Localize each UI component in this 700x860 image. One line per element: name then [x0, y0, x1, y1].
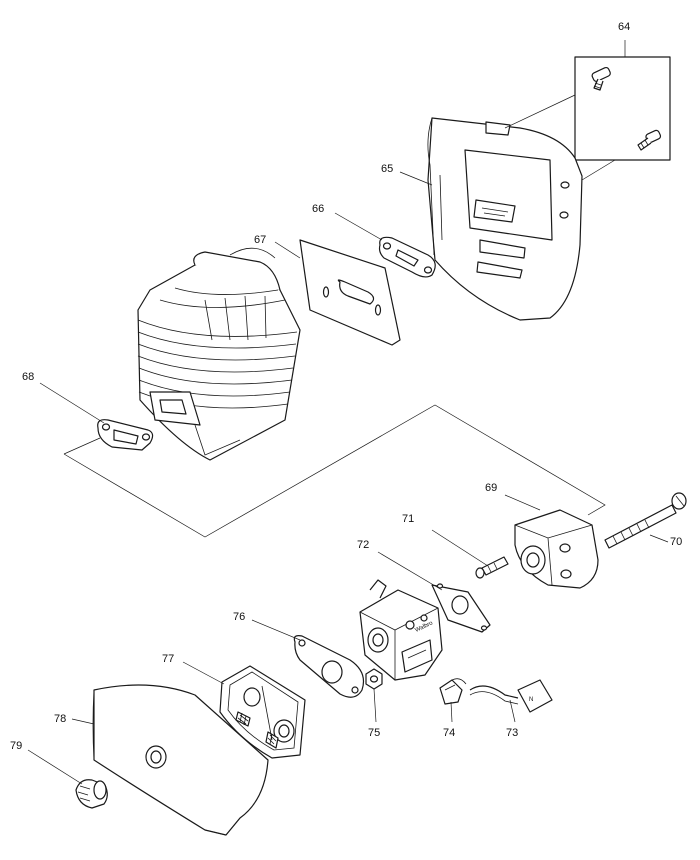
bracket-letter-label: N	[529, 697, 533, 703]
callout-70: 70	[670, 536, 682, 548]
leader-71	[431, 529, 489, 567]
screw-64a	[591, 66, 611, 91]
part-77-air-filter	[219, 665, 306, 759]
screw-64b	[637, 129, 662, 151]
leader-78	[71, 718, 95, 725]
callout-78: 78	[54, 713, 66, 725]
part-73-bracket: N	[469, 679, 553, 713]
part-76-gasket	[293, 635, 365, 698]
cylinder-fins	[137, 287, 298, 409]
cylinder-assembly	[137, 247, 301, 461]
part-69-insulator	[514, 509, 599, 589]
leader-77	[182, 661, 225, 685]
leader-65	[399, 171, 433, 186]
leader-79	[27, 749, 83, 785]
callout-76: 76	[233, 611, 245, 623]
leader-66	[334, 212, 383, 241]
callout-69: 69	[485, 482, 497, 494]
leader-67	[274, 241, 301, 259]
callout-73: 73	[506, 727, 518, 739]
leader-68	[39, 382, 105, 424]
leader-69	[504, 494, 541, 511]
leader-72	[377, 551, 443, 591]
callout-77: 77	[162, 653, 174, 665]
filter-mesh-left	[235, 711, 251, 727]
part-72-gasket	[431, 583, 491, 633]
callout-75: 75	[368, 727, 380, 739]
leader-70	[649, 534, 669, 543]
callout-79: 79	[10, 740, 22, 752]
callout-67: 67	[254, 234, 266, 246]
callout-66: 66	[312, 203, 324, 215]
part-67-heat-shield	[299, 239, 401, 346]
leader-64-b	[581, 159, 616, 181]
part-68-gasket	[97, 419, 154, 451]
callout-68: 68	[22, 371, 34, 383]
leader-74	[450, 701, 453, 723]
callout-74: 74	[443, 727, 455, 739]
leader-75	[373, 688, 377, 723]
part-71-screw	[475, 556, 509, 579]
part-65-muffler	[427, 117, 583, 321]
part-64-screw-kit	[574, 56, 671, 161]
part-66-gasket	[378, 236, 436, 278]
leader-64-a	[504, 94, 576, 129]
part-70-bolt	[604, 492, 687, 549]
screw-kit-frame	[574, 56, 671, 161]
callout-71: 71	[402, 513, 414, 525]
part-79-knob	[75, 779, 108, 809]
callout-64: 64	[618, 21, 630, 33]
assembly-reference-lines	[63, 404, 606, 538]
callout-65: 65	[381, 163, 393, 175]
callout-72: 72	[357, 539, 369, 551]
carburetor: Walbro	[359, 579, 443, 681]
leader-73	[509, 699, 516, 723]
part-74-clip	[439, 678, 467, 705]
part-75-nut	[365, 668, 383, 690]
leader-76	[251, 619, 301, 641]
part-78-filter-cover	[92, 684, 269, 836]
